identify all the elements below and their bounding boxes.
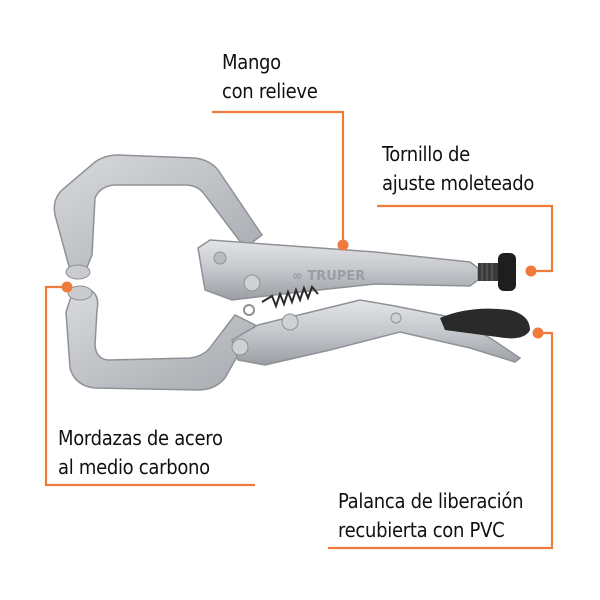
callout-label-mango: Mango con relieve bbox=[222, 48, 318, 106]
release-lever bbox=[440, 308, 530, 339]
lower-handle bbox=[231, 299, 522, 366]
brand-mark: ∞ TRUPER bbox=[292, 269, 365, 284]
callout-text-line: Mango bbox=[222, 50, 281, 74]
callout-label-palanca: Palanca de liberación recubierta con PVC bbox=[338, 487, 523, 545]
upper-handle: ∞ TRUPER bbox=[197, 239, 479, 301]
callout-line-mordazas bbox=[44, 285, 255, 487]
callout-line-mango bbox=[212, 110, 345, 245]
upper-jaw bbox=[53, 154, 264, 280]
callout-line-palanca bbox=[328, 331, 554, 550]
spring bbox=[243, 285, 319, 316]
callout-label-mordazas: Mordazas de acero al medio carbono bbox=[58, 424, 223, 482]
callout-text-line: con relieve bbox=[222, 79, 318, 103]
callout-text-line: recubierta con PVC bbox=[338, 518, 505, 542]
callout-dot-mango bbox=[337, 239, 349, 251]
callout-dot-mordazas bbox=[61, 281, 73, 293]
callout-text-line: Palanca de liberación bbox=[338, 489, 524, 513]
callout-text-line: Tornillo de bbox=[382, 142, 470, 166]
adjustment-screw bbox=[478, 253, 516, 291]
lower-jaw bbox=[65, 285, 257, 391]
callout-label-tornillo: Tornillo de ajuste moleteado bbox=[382, 140, 534, 198]
callout-text-line: ajuste moleteado bbox=[382, 171, 535, 195]
callout-dot-palanca bbox=[532, 327, 544, 339]
callout-text-line: Mordazas de acero bbox=[58, 426, 223, 450]
callout-dot-tornillo bbox=[525, 265, 537, 277]
callout-text-line: al medio carbono bbox=[58, 455, 210, 479]
callout-line-tornillo bbox=[377, 204, 554, 273]
